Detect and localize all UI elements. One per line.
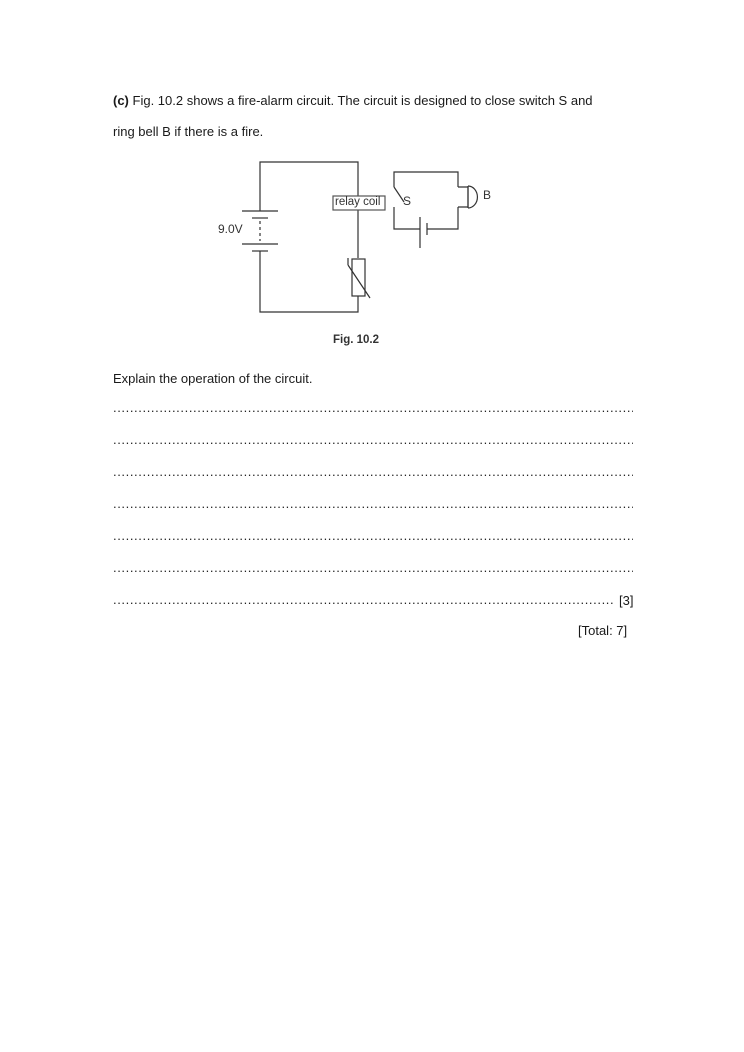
- bell-icon: [458, 185, 478, 209]
- battery-icon: [242, 210, 278, 252]
- question-line-1: (c) Fig. 10.2 shows a fire-alarm circuit…: [113, 93, 593, 109]
- cell-icon: [419, 217, 428, 248]
- part-marks: [3]: [619, 593, 634, 608]
- figure-caption: Fig. 10.2: [333, 334, 380, 346]
- relay-coil-box: [332, 195, 386, 211]
- answer-line-1[interactable]: ........................................…: [113, 400, 633, 415]
- answer-line-3[interactable]: ........................................…: [113, 464, 633, 479]
- answer-line-6[interactable]: ........................................…: [113, 560, 633, 575]
- part-label: (c): [113, 93, 129, 108]
- main-circuit-wire-bottom: [259, 251, 359, 313]
- switch-icon: [393, 186, 405, 203]
- question-intro: Fig. 10.2 shows a fire-alarm circuit. Th…: [132, 93, 593, 108]
- answer-line-2[interactable]: ........................................…: [113, 432, 633, 447]
- fire-alarm-circuit-diagram: [242, 161, 478, 313]
- thermistor-icon: [347, 258, 371, 299]
- answer-line-5[interactable]: ........................................…: [113, 528, 633, 543]
- relay-coil-label: relay coil: [335, 196, 381, 208]
- switch-label: S: [403, 194, 412, 208]
- bell-label: B: [483, 188, 492, 202]
- answer-line-4[interactable]: ........................................…: [113, 496, 633, 511]
- alarm-circuit: [393, 171, 478, 248]
- question-line-2: ring bell B if there is a fire.: [113, 124, 264, 139]
- question-prompt: Explain the operation of the circuit.: [113, 371, 313, 386]
- total-marks: [Total: 7]: [578, 623, 628, 638]
- battery-label: 9.0V: [218, 222, 243, 236]
- answer-line-7[interactable]: ........................................…: [113, 592, 613, 607]
